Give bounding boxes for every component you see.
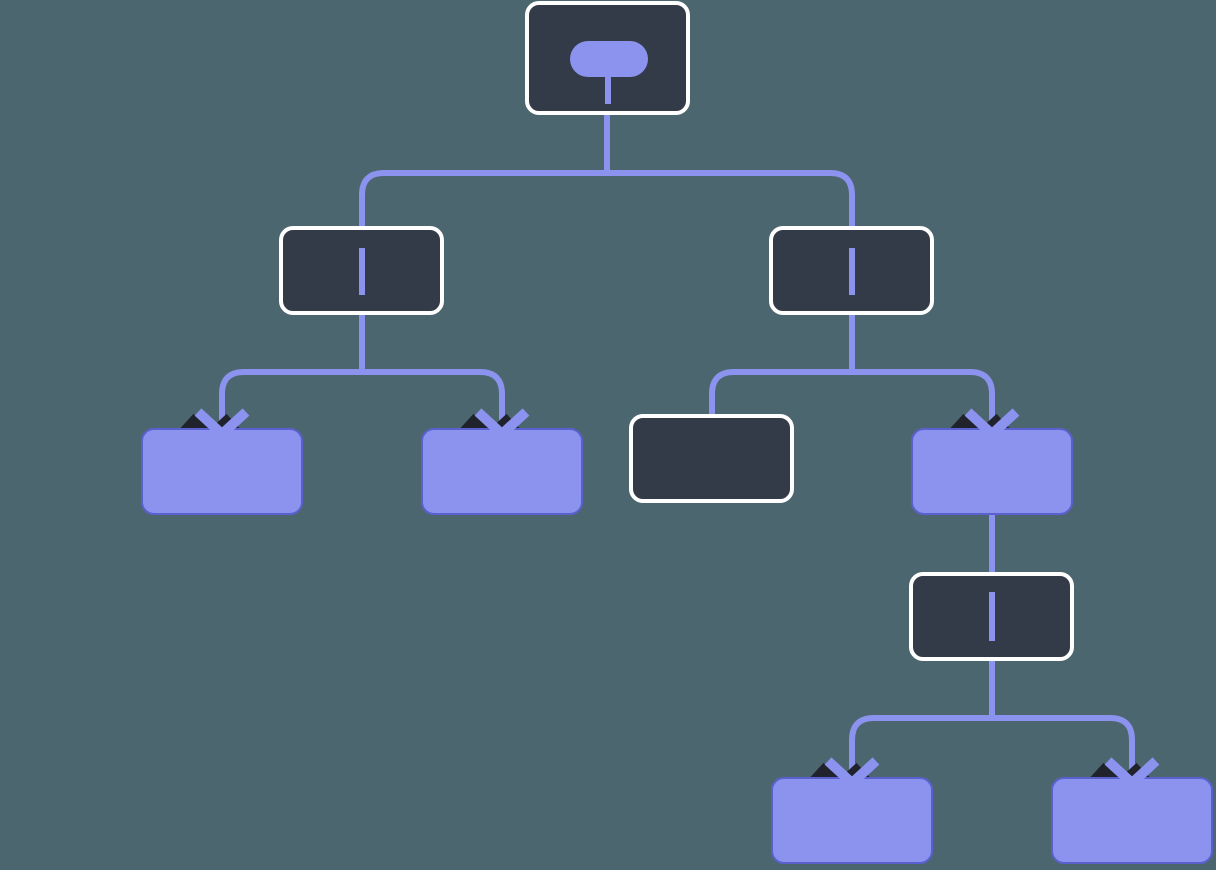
- leaf-node-2[interactable]: [421, 428, 583, 515]
- edge-to-leaf-node-dark: [709, 369, 852, 416]
- edge-to-leaf-3: [852, 369, 995, 434]
- leaf-node-dark[interactable]: [629, 414, 794, 503]
- arrowhead-icon: [194, 408, 250, 441]
- arrowhead-icon: [474, 408, 530, 441]
- edge-to-leaf-5: [992, 715, 1135, 783]
- arrowhead-icon: [1104, 757, 1160, 790]
- node-layer: [141, 1, 1213, 864]
- arrowhead-icon: [824, 757, 880, 790]
- leaf-node-1[interactable]: [141, 428, 303, 515]
- leaf-node-4[interactable]: [771, 777, 933, 864]
- edge-bus-to-branch-left: [359, 170, 607, 313]
- arrowhead-layer: [194, 408, 1160, 790]
- edge-to-leaf-2: [362, 369, 505, 434]
- edge-bus-to-branch-right: [607, 170, 855, 313]
- leaf-node-3[interactable]: [911, 428, 1073, 515]
- arrowhead-icon: [964, 408, 1020, 441]
- edge-to-leaf-4: [849, 715, 992, 783]
- root-pill-stem-icon: [605, 71, 611, 104]
- edge-overline-layer: [359, 248, 995, 641]
- root-pill-icon: [570, 41, 648, 77]
- edge-layer: [219, 104, 1135, 783]
- edge-to-leaf-1: [219, 369, 362, 434]
- leaf-node-5[interactable]: [1051, 777, 1213, 864]
- root-node[interactable]: [525, 1, 690, 115]
